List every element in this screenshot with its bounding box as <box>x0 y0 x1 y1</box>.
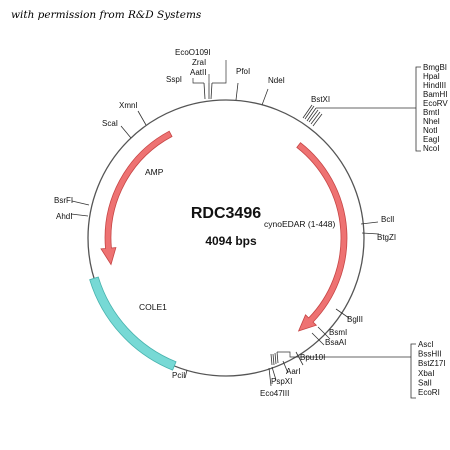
site-label-sspi: SspI <box>166 75 182 84</box>
mcs-site-nhei: NheI <box>423 117 440 126</box>
site-tick <box>360 221 379 225</box>
amp-arrow[interactable] <box>100 130 173 266</box>
site-tick <box>361 232 380 235</box>
insert-label: cynoEDAR (1-448) <box>264 219 336 229</box>
mcs-tick <box>272 353 275 366</box>
site-tick <box>311 332 325 346</box>
mcs-top-bracket <box>415 66 421 152</box>
mcs-site-bmti: BmtI <box>423 108 439 117</box>
site-label-bsaai: BsaAI <box>325 338 346 347</box>
site-label-scai: ScaI <box>102 119 118 128</box>
mcs-tick <box>306 107 317 122</box>
site-label-bcli: BclI <box>381 215 394 224</box>
plasmid-name: RDC3496 <box>191 205 261 222</box>
site-tick <box>261 88 269 106</box>
insert-arrow[interactable] <box>296 142 348 332</box>
site-tick <box>317 326 331 340</box>
permission-note: with permission from R&D Systems <box>11 9 202 21</box>
mcs-tick <box>274 352 277 365</box>
site-label-bstxi: BstXI <box>311 95 330 104</box>
leader-line <box>192 78 204 84</box>
site-label-bsmi: BsmI <box>329 328 347 337</box>
site-label-pfoi: PfoI <box>236 67 250 76</box>
plasmid-backbone <box>87 99 365 377</box>
site-label-ndei: NdeI <box>268 76 285 85</box>
site-ticks <box>70 60 421 399</box>
mcs-tick <box>276 351 279 364</box>
site-label-aari: AarI <box>286 367 301 376</box>
site-label-pspxi: PspXI <box>271 377 292 386</box>
site-label-eco47iii: Eco47III <box>260 389 289 398</box>
site-tick <box>184 369 188 379</box>
site-tick <box>120 125 132 139</box>
leader-line <box>212 60 227 84</box>
plasmid-size: 4094 bps <box>205 234 257 248</box>
mcs-site-bstz17i: BstZ17I <box>418 359 446 368</box>
site-tick <box>70 213 89 217</box>
site-label-bsrfi: BsrFI <box>54 196 73 205</box>
mcs-site-xbai: XbaI <box>418 369 434 378</box>
mcs-tick <box>304 105 315 120</box>
mcs-site-ecori: EcoRI <box>418 388 440 397</box>
mcs-site-bmgbi: BmgBI <box>423 63 447 72</box>
amp-label: AMP <box>145 167 164 177</box>
mcs-site-ncoi: NcoI <box>423 144 439 153</box>
mcs-tick <box>270 353 273 366</box>
mcs-site-hindiii: HindIII <box>423 81 446 90</box>
site-label-ecoo109i: EcoO109I <box>175 48 211 57</box>
mcs-site-sali: SalI <box>418 378 432 387</box>
site-label-zrai: ZraI <box>192 58 206 67</box>
mcs-site-ecorv: EcoRV <box>423 99 448 108</box>
site-tick <box>335 308 350 319</box>
mcs-tick <box>312 113 323 127</box>
mcs-site-asci: AscI <box>418 340 434 349</box>
mcs-tick <box>310 111 321 125</box>
cole1-label: COLE1 <box>139 302 167 312</box>
mcs-site-noti: NotI <box>423 126 438 135</box>
mcs-leader <box>277 351 411 358</box>
mcs-site-hpai: HpaI <box>423 72 440 81</box>
mcs-bottom-bracket <box>410 343 416 399</box>
site-label-bpu10i: Bpu10I <box>300 353 325 362</box>
mcs-site-bamhi: BamHI <box>423 90 447 99</box>
mcs-site-bsshii: BssHII <box>418 350 442 359</box>
mcs-tick <box>302 104 313 119</box>
cole1-origin-arc[interactable] <box>89 276 177 371</box>
mcs-tick <box>308 109 319 123</box>
site-tick <box>210 82 213 100</box>
site-tick <box>282 360 289 374</box>
mcs-site-eagi: EagI <box>423 135 439 144</box>
site-label-btgzi: BtgZI <box>377 233 396 242</box>
site-label-pcii: PciI <box>172 371 185 380</box>
site-tick <box>268 367 272 387</box>
site-tick <box>235 82 239 101</box>
mcs-top-list: BmgBIHpaIHindIIIBamHIEcoRVBmtINheINotIEa… <box>423 63 448 153</box>
site-label-aatii: AatII <box>190 68 206 77</box>
site-tick <box>71 200 90 206</box>
site-label-ahdi: AhdI <box>56 212 72 221</box>
site-tick <box>271 366 277 381</box>
site-tick <box>203 82 206 100</box>
site-label-xmni: XmnI <box>119 101 138 110</box>
site-tick <box>137 110 147 126</box>
site-label-bglii: BglII <box>347 315 363 324</box>
site-tick <box>295 351 304 366</box>
